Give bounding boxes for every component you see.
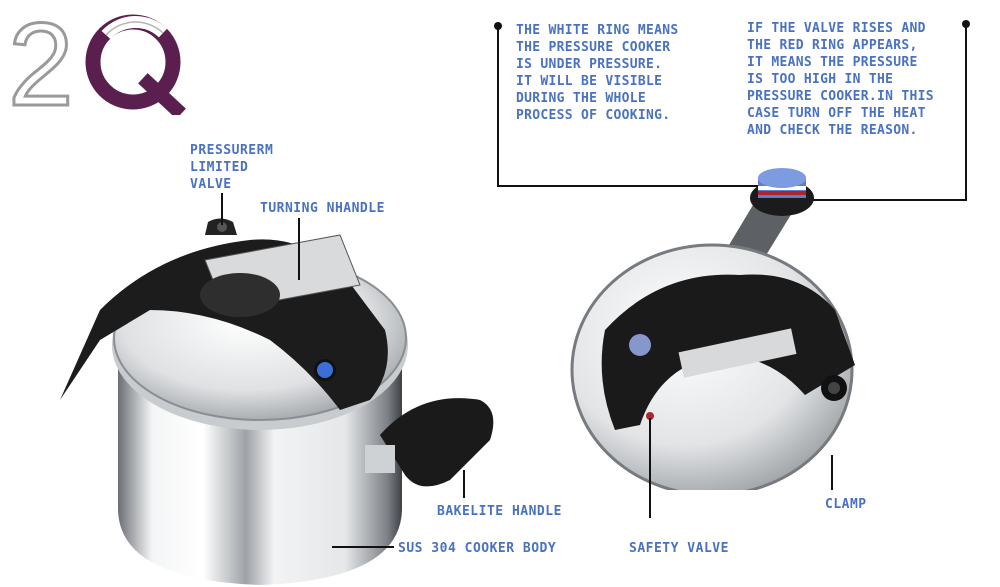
note-line: IS TOO HIGH IN THE [747,72,894,87]
note-line: THE RED RING APPEARS, [747,38,918,53]
note-line: DURING THE WHOLE [516,91,647,106]
pressure-cooker-side-view [60,218,494,585]
callout-line [831,455,833,490]
note-line: IT MEANS THE PRESSURE [747,55,918,70]
pressure-indicator-blue [317,362,333,378]
red-ring-note: IF THE VALVE RISES AND THE RED RING APPE… [747,20,934,139]
callout-line [808,199,967,201]
callout-line [332,546,394,548]
bakelite-handle [380,398,494,487]
brand-logo-2q: 2 [8,5,186,115]
pressure-valve-label: PRESSURERM LIMITED VALVE [190,143,274,192]
safety-valve [646,412,654,420]
clamp-label: CLAMP [825,497,867,512]
callout-line [497,185,765,187]
callout-line [298,218,300,280]
note-line: PRESSURE COOKER.IN THIS [747,89,934,104]
note-line: IS UNDER PRESSURE. [516,57,663,72]
note-line: THE PRESSURE COOKER [516,40,671,55]
handle-window [678,328,797,378]
cooker-body-label: SUS 304 COOKER BODY [398,541,557,556]
safety-valve-label: SAFETY VALVE [629,541,729,556]
callout-line [221,193,223,225]
callout-line [497,26,499,186]
note-line: IF THE VALVE RISES AND [747,21,926,36]
white-ring-note: THE WHITE RING MEANS THE PRESSURE COOKER… [516,22,679,124]
note-line: PROCESS OF COOKING. [516,108,671,123]
callout-line [463,470,465,498]
note-line: CASE TURN OFF THE HEAT [747,106,926,121]
indicator-button [629,334,651,356]
bakelite-handle-label: BAKELITE HANDLE [437,504,562,519]
callout-line [649,418,651,518]
note-line: IT WILL BE VISIBLE [516,74,663,89]
turning-handle-label: TURNING NHANDLE [260,201,385,216]
callout-line [965,24,967,201]
logo-digit-2: 2 [8,5,74,115]
pressure-cooker-top-view [570,168,855,490]
note-line: THE WHITE RING MEANS [516,23,679,38]
pressure-indicator-valve [758,168,806,188]
red-ring [758,191,806,195]
note-line: AND CHECK THE REASON. [747,123,918,138]
